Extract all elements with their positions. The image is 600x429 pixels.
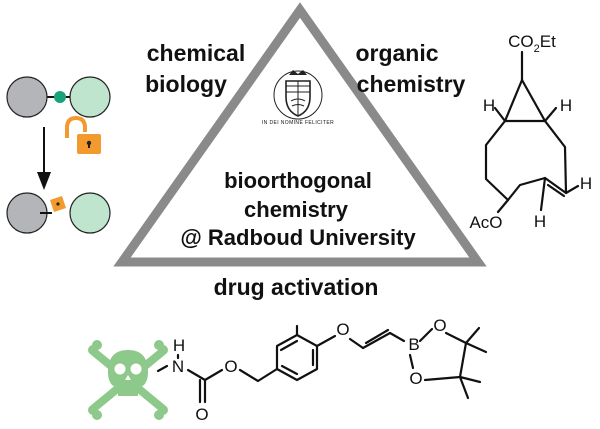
pinacol-oxygen-bottom-label: O (409, 369, 422, 388)
nitrogen-label: N (172, 357, 184, 376)
label-drug-activation: drug activation (214, 274, 379, 300)
university-seal-icon (273, 70, 323, 120)
molecule-bicyclononene: CO2Et H H H H AcO (469, 32, 592, 232)
seal-motto-text: IN DEI NOMINE FELICITER (262, 120, 334, 126)
cleavage-scheme (6, 76, 111, 234)
label-chemistry-top: chemistry (357, 71, 466, 97)
pinacol-oxygen-top-label: O (433, 316, 446, 335)
ester-label: CO2Et (508, 32, 556, 55)
label-chemical: chemical (147, 40, 245, 66)
phenol-oxygen-label: O (336, 320, 349, 339)
h-label-right: H (560, 96, 572, 115)
carbonyl-oxygen-label: O (195, 405, 208, 424)
grey-sphere-top (6, 76, 48, 118)
label-organic: organic (355, 40, 438, 66)
nh-hydrogen-label: H (173, 336, 185, 355)
h-label-alkene-right: H (580, 174, 592, 193)
acetate-label: AcO (469, 213, 502, 232)
linker-dot (54, 91, 66, 103)
skull-crossbones-icon (88, 340, 168, 420)
label-bioorthogonal: bioorthogonal (224, 168, 372, 193)
h-label-left: H (483, 96, 495, 115)
down-arrow-icon (37, 172, 51, 190)
green-sphere-top (69, 76, 111, 118)
label-radboud: @ Radboud University (180, 225, 416, 250)
label-chemistry-center: chemistry (244, 197, 349, 222)
label-biology: biology (145, 71, 227, 97)
open-lock-icon (65, 115, 101, 154)
green-sphere-bottom (69, 192, 111, 234)
ester-oxygen-label: O (224, 357, 237, 376)
central-triangle (113, 2, 487, 267)
molecule-prodrug: N H O O O B O O (88, 316, 488, 424)
h-label-alkene-bottom: H (534, 212, 546, 231)
boron-label: B (408, 335, 419, 354)
